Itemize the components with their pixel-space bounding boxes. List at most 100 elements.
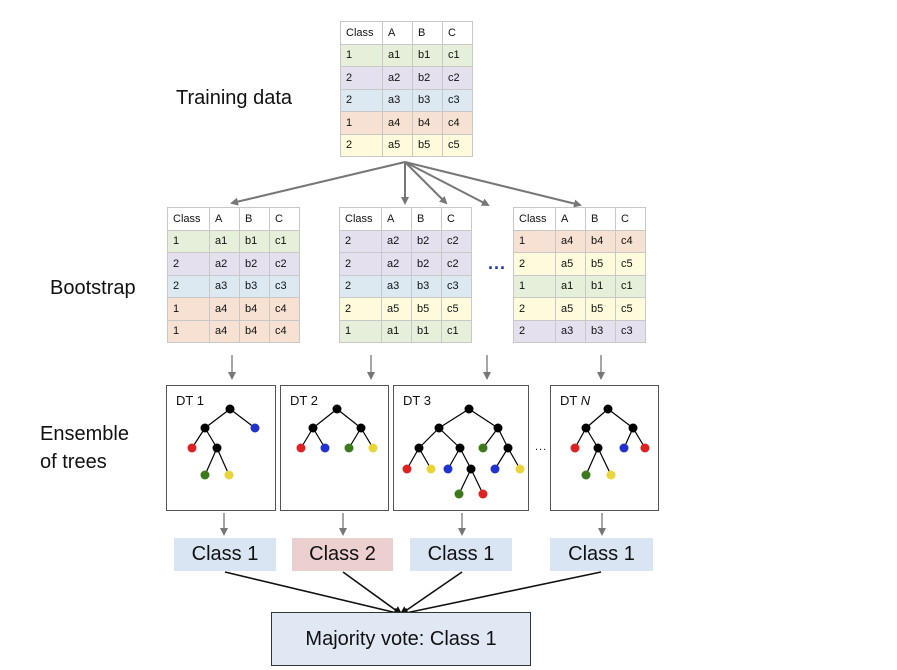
table-header-cell: C	[615, 207, 646, 231]
table-cell: a1	[381, 319, 412, 343]
table-cell: a4	[555, 229, 586, 253]
prediction-4: Class 1	[550, 538, 653, 571]
table-header-cell: B	[239, 207, 270, 231]
vote-arrow-1	[224, 571, 403, 617]
tree-node	[224, 470, 234, 480]
table-cell: c1	[442, 43, 473, 67]
table-header-cell: B	[411, 207, 442, 231]
table-header-cell: C	[269, 207, 300, 231]
tree-node	[434, 423, 444, 433]
table-cell: c4	[269, 319, 300, 343]
table-cell: 1	[340, 43, 383, 67]
table-cell: c3	[441, 274, 472, 298]
table-cell: a4	[382, 111, 413, 135]
tree-label-3: DT 3	[403, 393, 431, 408]
table-cell: b4	[239, 319, 270, 343]
table-cell: 1	[167, 229, 210, 253]
table-cell: 1	[167, 319, 210, 343]
tree-node	[503, 443, 513, 453]
tree-box-2: DT 2	[280, 385, 389, 511]
table-cell: a2	[382, 66, 413, 90]
table-cell: 2	[167, 252, 210, 276]
table-cell: b5	[585, 252, 616, 276]
table-cell: 2	[339, 252, 382, 276]
table-cell: c4	[269, 297, 300, 321]
table-cell: b2	[411, 252, 442, 276]
bootstrap-ellipsis: ...	[488, 253, 507, 273]
tree-node	[478, 489, 488, 499]
tree-node	[493, 423, 503, 433]
table-cell: b4	[585, 229, 616, 253]
table-cell: b2	[411, 229, 442, 253]
tree-node	[225, 404, 235, 414]
table-cell: a1	[382, 43, 413, 67]
trees-ellipsis: ...	[535, 441, 548, 453]
tree-node	[490, 464, 500, 474]
table-cell: b3	[411, 274, 442, 298]
table-cell: b5	[585, 297, 616, 321]
table-cell: a1	[209, 229, 240, 253]
tree-node	[454, 489, 464, 499]
table-cell: b4	[412, 111, 443, 135]
table-cell: b3	[585, 319, 616, 343]
tree-node	[296, 443, 306, 453]
tree-node	[187, 443, 197, 453]
table-cell: 1	[340, 111, 383, 135]
table-header-cell: A	[555, 207, 586, 231]
table-cell: c2	[269, 252, 300, 276]
vote-arrow-3	[399, 571, 463, 616]
table-cell: 1	[167, 297, 210, 321]
table-cell: a5	[555, 252, 586, 276]
tree-node	[593, 443, 603, 453]
table-cell: b3	[412, 88, 443, 112]
tree-node	[466, 464, 476, 474]
table-cell: a2	[381, 252, 412, 276]
tree-node	[628, 423, 638, 433]
table-cell: b2	[412, 66, 443, 90]
table-cell: c1	[269, 229, 300, 253]
vote-arrow-4	[399, 571, 602, 617]
tree-node	[250, 423, 260, 433]
tree-node	[581, 423, 591, 433]
majority-vote-box: Majority vote: Class 1	[271, 612, 531, 666]
table-cell: c1	[615, 274, 646, 298]
tree-node	[606, 470, 616, 480]
table-header-cell: B	[585, 207, 616, 231]
tree-node	[356, 423, 366, 433]
table-cell: c3	[615, 319, 646, 343]
table-cell: a5	[555, 297, 586, 321]
table-header-cell: A	[382, 21, 413, 45]
table-cell: b3	[239, 274, 270, 298]
tree-node	[455, 443, 465, 453]
table-cell: c5	[615, 252, 646, 276]
tree-node	[464, 404, 474, 414]
bootstrap-label: Bootstrap	[50, 277, 136, 299]
table-cell: c2	[441, 252, 472, 276]
prediction-3: Class 1	[410, 538, 512, 571]
table-header-cell: Class	[167, 207, 210, 231]
training-data-label: Training data	[176, 87, 292, 109]
tree-box-3: DT 3	[393, 385, 529, 511]
table-cell: 2	[339, 229, 382, 253]
table-cell: c2	[441, 229, 472, 253]
prediction-1: Class 1	[174, 538, 276, 571]
table-cell: 2	[513, 319, 556, 343]
table-cell: b1	[412, 43, 443, 67]
fan-arrow-3	[404, 161, 448, 205]
table-cell: b5	[412, 133, 443, 157]
table-cell: a2	[381, 229, 412, 253]
table-cell: a5	[381, 297, 412, 321]
table-cell: 2	[339, 297, 382, 321]
